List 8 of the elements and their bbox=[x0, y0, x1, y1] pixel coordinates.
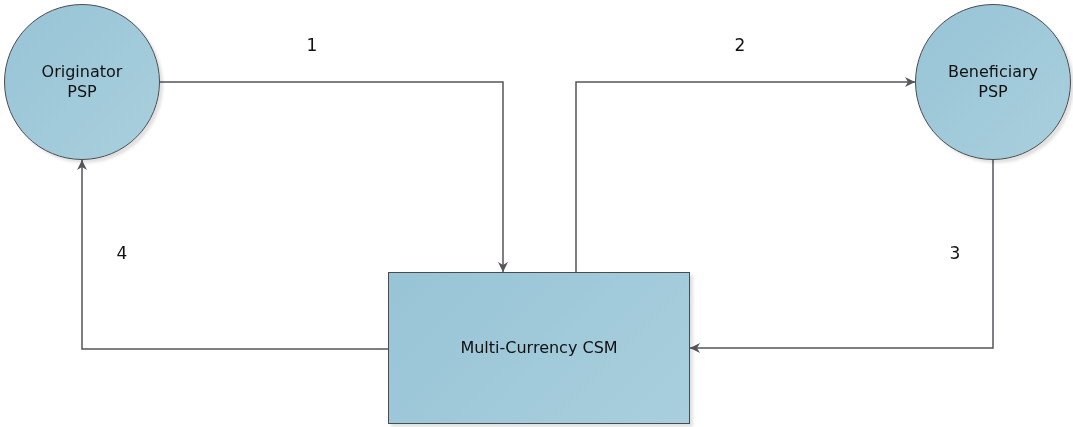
process-box bbox=[388, 272, 690, 424]
node-label: Originator PSP bbox=[40, 62, 124, 102]
node-label: Multi-Currency CSM bbox=[460, 338, 618, 358]
arrow bbox=[159, 81, 508, 273]
node-label: Beneficiary PSP bbox=[947, 62, 1039, 102]
arrow bbox=[689, 159, 994, 353]
arrow bbox=[77, 159, 389, 350]
arrow bbox=[575, 77, 916, 273]
